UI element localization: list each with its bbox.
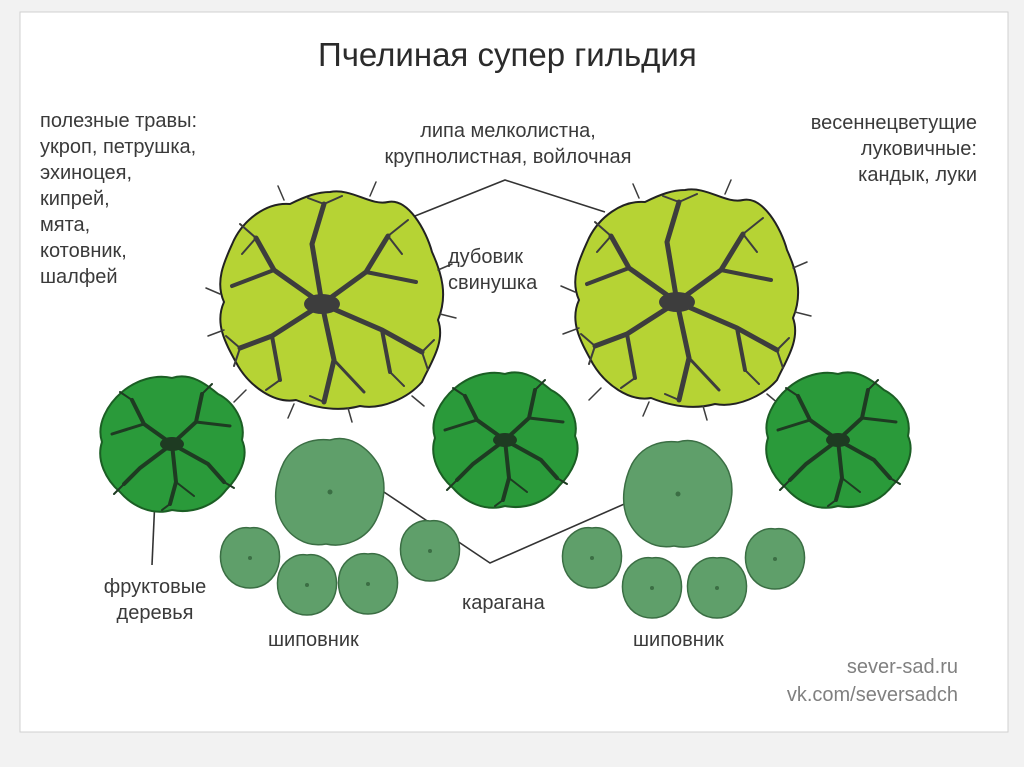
rosehip-bush <box>338 554 397 614</box>
bulbs-label: весеннецветущие луковичные: кандык, луки <box>700 110 977 188</box>
linden-label: липа мелколистна, крупнолистная, войлочн… <box>338 118 678 170</box>
site-credit: sever-sad.ru <box>700 654 958 680</box>
fruit-trees-label: фруктовые деревья <box>60 574 250 626</box>
fruit-tree-left <box>100 376 244 511</box>
rosehip-bush <box>745 529 804 589</box>
vk-credit: vk.com/seversadch <box>700 682 958 708</box>
rosehip-label-right: шиповник <box>633 627 724 653</box>
rosehip-label-left: шиповник <box>268 627 359 653</box>
herbs-label: полезные травы: укроп, петрушка, эхиноце… <box>40 108 197 290</box>
rosehip-bush <box>687 558 746 618</box>
caragana-bush-right <box>624 441 732 547</box>
mushrooms-label: дубовик свинушка <box>448 244 537 296</box>
diagram-title: Пчелиная супер гильдия <box>318 35 697 75</box>
rosehip-bush <box>562 528 621 588</box>
fruit-tree-center <box>433 372 577 507</box>
rosehip-bush <box>277 555 336 615</box>
fruit-tree-right <box>766 372 910 507</box>
rosehip-bush <box>400 521 459 581</box>
rosehip-bush <box>622 558 681 618</box>
caragana-bush-left <box>276 439 384 545</box>
caragana-label: карагана <box>462 590 545 616</box>
